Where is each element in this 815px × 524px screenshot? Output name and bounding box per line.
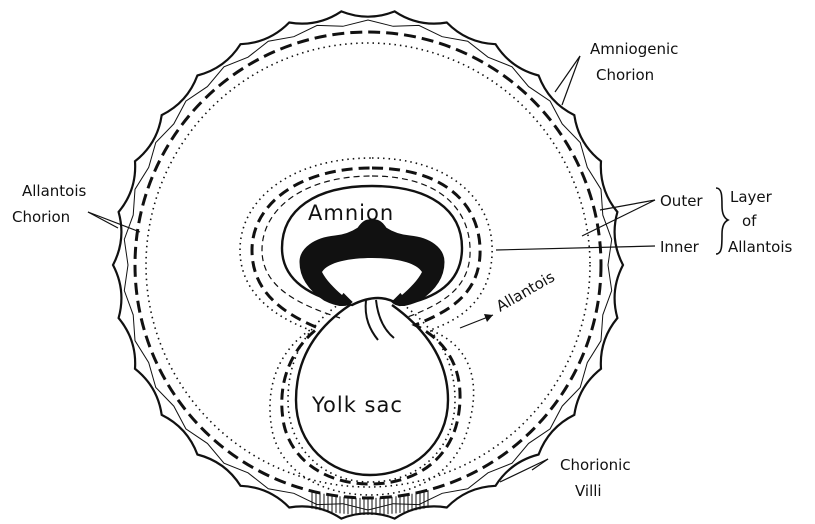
- chorionic-label: Chorionic: [560, 456, 631, 474]
- leader-inner: [496, 246, 655, 250]
- layer-brace: [716, 188, 728, 254]
- allantois-chorion-label: Chorion: [12, 208, 70, 226]
- amnion-label: Amnion: [308, 201, 394, 225]
- leader-allantois-chorion-2: [88, 212, 140, 232]
- villi-label: Villi: [575, 482, 602, 500]
- stalk-line-2: [376, 300, 394, 338]
- inner-label: Inner: [660, 238, 700, 256]
- amniogenic-label: Amniogenic: [590, 40, 678, 58]
- leader-outer-2: [582, 200, 655, 236]
- leader-allantois-chorion-1: [88, 212, 118, 228]
- yolk-sac-label: Yolk sac: [311, 393, 403, 417]
- gut-label: Gut: [347, 262, 379, 283]
- allantois-label: Allantois: [22, 182, 87, 200]
- of-label: of: [742, 212, 757, 230]
- leader-villi-2: [532, 459, 548, 470]
- leader-amniogenic-2: [562, 56, 580, 105]
- amniogenic-chorion-label: Chorion: [596, 66, 654, 84]
- allantois-arrow-label: Allantois: [493, 268, 558, 316]
- leader-amniogenic-1: [555, 56, 580, 92]
- outer-label: Outer: [660, 192, 703, 210]
- allantois-layer-label: Allantois: [728, 238, 793, 256]
- layer-label: Layer: [730, 188, 773, 206]
- leader-outer-1: [600, 200, 655, 210]
